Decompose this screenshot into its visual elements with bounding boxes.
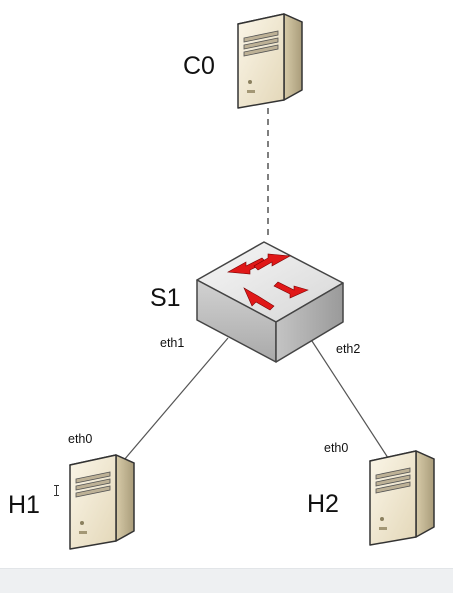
host1-server-icon[interactable] [69,454,135,550]
s1-eth1-label: eth1 [160,336,185,350]
controller-server-icon[interactable] [237,13,303,109]
host2-label: H2 [307,490,339,518]
switch-arrows-icon [227,253,309,311]
s1-eth2-label: eth2 [336,342,361,356]
switch-label: S1 [150,284,181,312]
link-s1-h1 [123,337,229,461]
host1-label: H1 [8,491,40,519]
bottom-strip [0,568,453,593]
h2-eth0-label: eth0 [324,441,349,455]
link-s1-h2 [309,337,393,465]
host2-server-icon[interactable] [369,450,435,546]
controller-label: C0 [183,52,215,80]
h1-eth0-label: eth0 [68,432,93,446]
text-cursor-icon [54,485,61,496]
switch-icon[interactable] [196,241,344,363]
